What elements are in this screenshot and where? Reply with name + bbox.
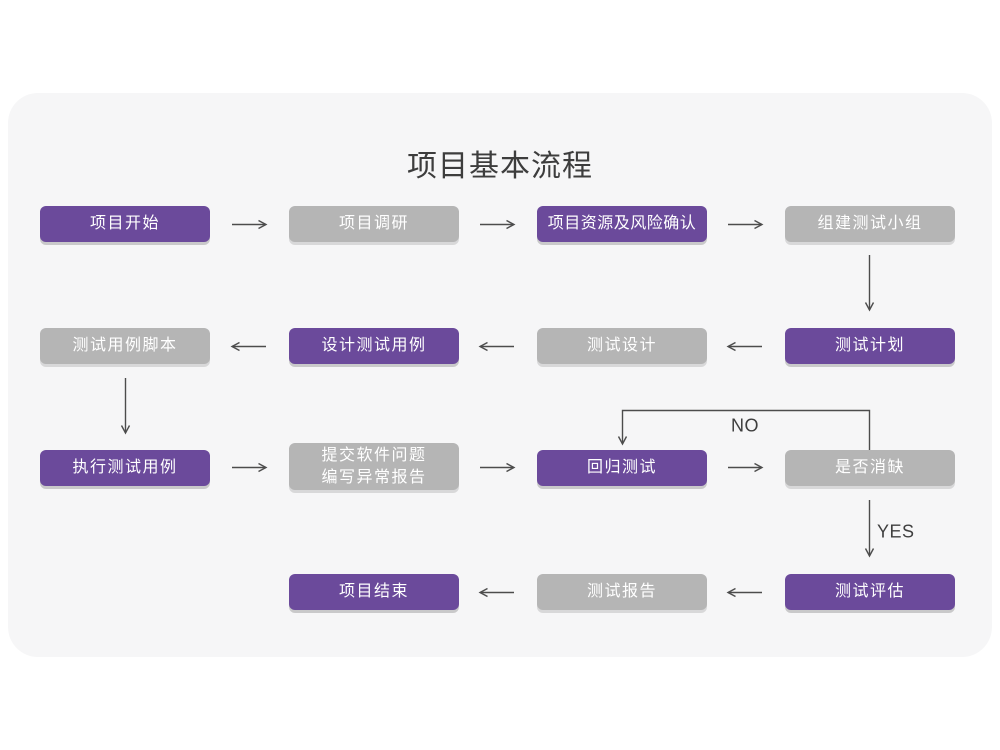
flow-node-form-test-team: 组建测试小组 <box>785 206 955 242</box>
flow-node-project-end: 项目结束 <box>289 574 459 610</box>
flow-node-project-research: 项目调研 <box>289 206 459 242</box>
flow-node-design-test-cases: 设计测试用例 <box>289 328 459 364</box>
flow-node-execute-test-cases: 执行测试用例 <box>40 450 210 486</box>
flow-node-test-design: 测试设计 <box>537 328 707 364</box>
flow-node-test-report: 测试报告 <box>537 574 707 610</box>
flow-node-test-case-scripts: 测试用例脚本 <box>40 328 210 364</box>
flow-node-test-evaluation: 测试评估 <box>785 574 955 610</box>
flowchart-card <box>8 93 992 657</box>
flow-node-regression-test: 回归测试 <box>537 450 707 486</box>
flow-node-test-plan: 测试计划 <box>785 328 955 364</box>
flow-node-submit-issues-report: 提交软件问题 编写异常报告 <box>289 443 459 490</box>
edge-label-yes: YES <box>877 521 915 542</box>
flow-node-defect-resolved: 是否消缺 <box>785 450 955 486</box>
flow-node-project-resources-risk: 项目资源及风险确认 <box>537 206 707 242</box>
edge-label-no: NO <box>731 415 759 436</box>
page-title: 项目基本流程 <box>407 150 593 183</box>
flow-node-project-start: 项目开始 <box>40 206 210 242</box>
